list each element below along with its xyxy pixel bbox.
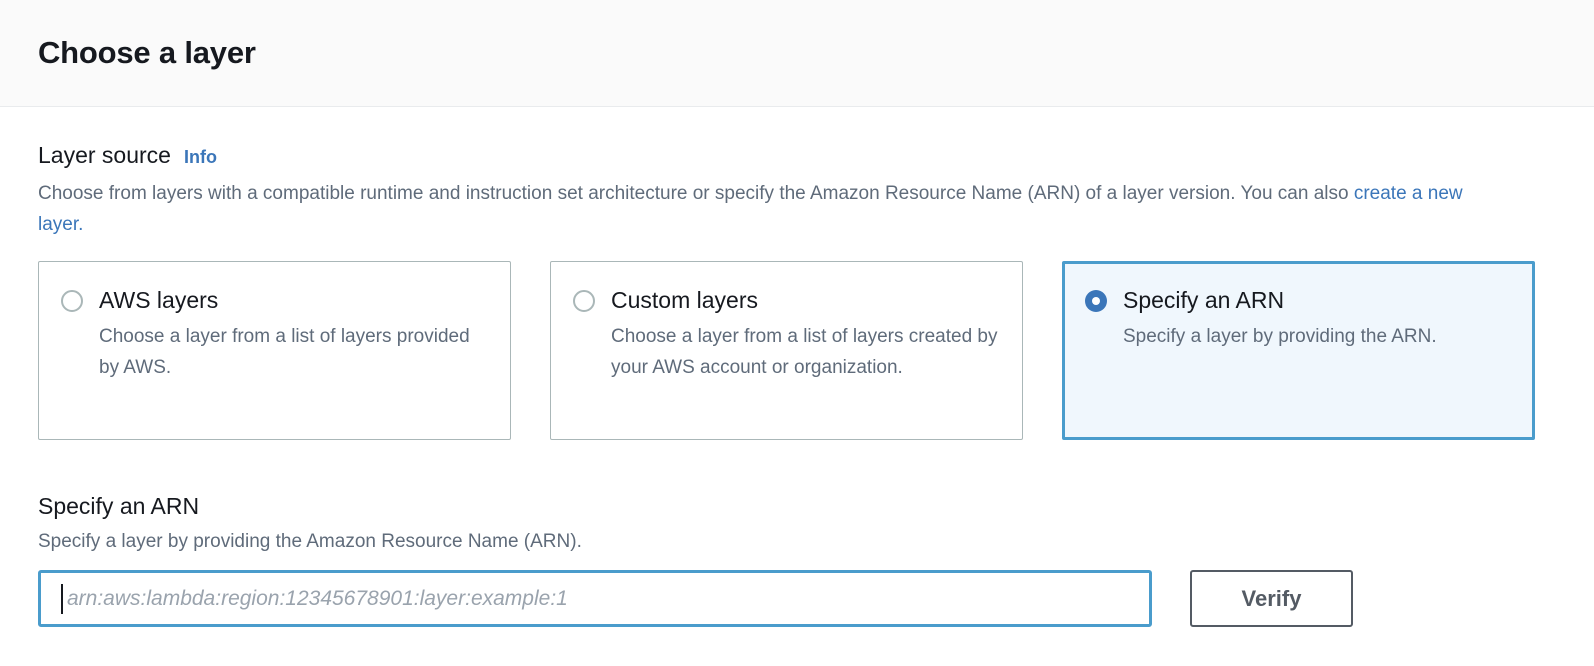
arn-input-row: Verify	[38, 570, 1556, 627]
arn-section-heading: Specify an ARN	[38, 493, 200, 519]
radio-card-label: Custom layers	[611, 287, 758, 313]
layer-source-description: Choose from layers with a compatible run…	[38, 178, 1498, 240]
arn-section-description: Specify a layer by providing the Amazon …	[38, 531, 582, 552]
verify-button[interactable]: Verify	[1190, 570, 1353, 627]
radio-card-description: Choose a layer from a list of layers cre…	[611, 326, 998, 378]
text-caret-icon	[61, 584, 63, 614]
radio-card-texts: Specify an ARN Specify a layer by provid…	[1123, 286, 1512, 417]
radio-selected-icon[interactable]	[1085, 290, 1107, 312]
layer-source-label: Layer source	[38, 142, 171, 168]
arn-section: Specify an ARN Specify a layer by provid…	[38, 493, 1556, 627]
radio-card-texts: AWS layers Choose a layer from a list of…	[99, 286, 488, 417]
layer-source-options: AWS layers Choose a layer from a list of…	[38, 261, 1556, 440]
radio-icon[interactable]	[61, 290, 83, 312]
arn-input[interactable]	[38, 570, 1152, 627]
layer-source-heading-row: Layer source Info	[38, 142, 1556, 169]
radio-card-custom-layers[interactable]: Custom layers Choose a layer from a list…	[550, 261, 1023, 440]
modal-body: Layer source Info Choose from layers wit…	[0, 107, 1594, 627]
radio-card-texts: Custom layers Choose a layer from a list…	[611, 286, 1000, 417]
radio-card-description: Specify a layer by providing the ARN.	[1123, 326, 1437, 347]
radio-icon[interactable]	[573, 290, 595, 312]
arn-input-wrapper	[38, 570, 1152, 627]
modal-header: Choose a layer	[0, 0, 1594, 107]
page-title: Choose a layer	[38, 35, 256, 70]
radio-card-label: Specify an ARN	[1123, 287, 1285, 313]
layer-source-description-text: Choose from layers with a compatible run…	[38, 183, 1354, 204]
create-a-new-layer-link[interactable]: create a new layer	[38, 183, 1463, 235]
radio-card-aws-layers[interactable]: AWS layers Choose a layer from a list of…	[38, 261, 511, 440]
radio-card-specify-an-arn[interactable]: Specify an ARN Specify a layer by provid…	[1062, 261, 1535, 440]
layer-source-description-period: .	[78, 214, 84, 235]
radio-card-description: Choose a layer from a list of layers pro…	[99, 326, 470, 378]
info-link[interactable]: Info	[183, 147, 217, 167]
radio-card-label: AWS layers	[99, 287, 219, 313]
